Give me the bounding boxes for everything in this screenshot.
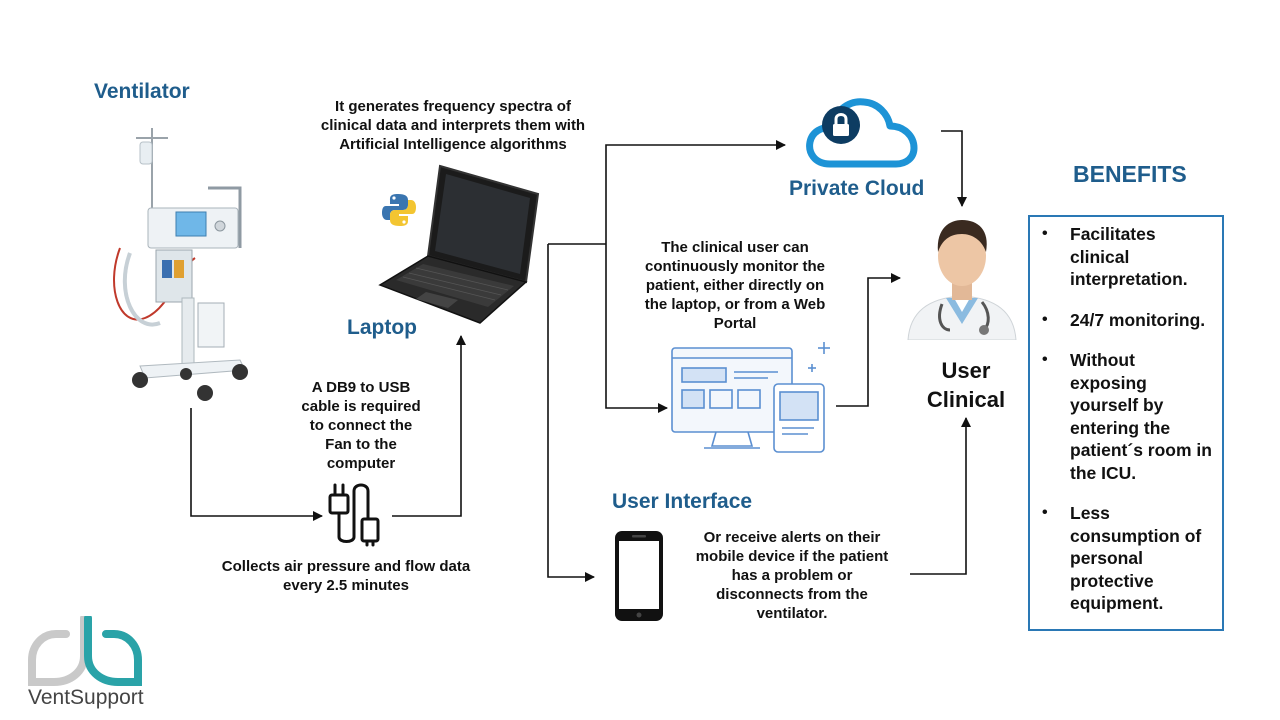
cloud-lock-icon	[806, 98, 918, 168]
clinical-user-line: Clinical	[926, 387, 1006, 412]
benefits-box: Facilitates clinical interpretation. 24/…	[1028, 215, 1224, 631]
laptop-image	[378, 164, 540, 324]
cable-description-line: Fan to the	[325, 436, 397, 453]
user-interface-title: User Interface	[612, 490, 753, 513]
clinical-user-line: User	[941, 358, 991, 383]
web-portal-icon	[671, 342, 830, 453]
arrow-to-mobile	[547, 244, 595, 582]
cable-description-line: computer	[326, 455, 396, 472]
laptop-description-line: Artificial Intelligence algorithms	[339, 136, 567, 153]
arrow-ventilator-to-cable	[190, 408, 323, 521]
ui-description-line: disconnects from the	[716, 586, 868, 603]
collects-line: every 2.5 minutes	[283, 577, 409, 594]
ui-description-line: has a problem or	[731, 567, 853, 584]
laptop-description-line: clinical data and interprets them with	[320, 117, 586, 134]
python-icon	[382, 194, 416, 226]
benefit-item: Facilitates clinical interpretation.	[1038, 223, 1216, 291]
cloud-title: Private Cloud	[789, 177, 925, 200]
mobile-phone-icon	[615, 531, 663, 621]
arrow-portal-to-clinical	[836, 273, 901, 407]
ventilator-title: Ventilator	[94, 80, 190, 103]
monitor-description-line: Portal	[713, 315, 757, 332]
arrow-mobile-to-clinical	[910, 417, 971, 575]
collects-line: Collects air pressure and flow data	[221, 558, 471, 575]
monitor-description-line: continuously monitor the	[645, 258, 825, 275]
arrow-cloud-to-clinical	[941, 130, 967, 207]
user-interface-description: Or receive alerts on their mobile device…	[678, 528, 906, 623]
ui-description-line: ventilator.	[756, 605, 828, 622]
monitor-description-line: The clinical user can	[661, 239, 809, 256]
laptop-title: Laptop	[347, 316, 417, 339]
benefit-item: Less consumption of personal protective …	[1038, 502, 1216, 615]
benefits-list: Facilitates clinical interpretation. 24/…	[1030, 217, 1222, 615]
collects-description: Collects air pressure and flow data ever…	[196, 557, 496, 595]
ui-description-line: Or receive alerts on their	[703, 529, 881, 546]
clinical-user-label: User Clinical	[914, 356, 1018, 414]
usb-cable-icon	[328, 483, 380, 547]
benefit-item: 24/7 monitoring.	[1038, 309, 1216, 332]
benefit-item: Without exposing yourself by entering th…	[1038, 349, 1216, 484]
ventsupport-logo-text: VentSupport	[28, 686, 144, 709]
benefits-title: BENEFITS	[1073, 161, 1187, 187]
monitor-description: The clinical user can continuously monit…	[626, 238, 844, 333]
ventsupport-logo-icon	[28, 616, 142, 686]
laptop-description-line: It generates frequency spectra of	[335, 98, 571, 115]
laptop-description: It generates frequency spectra of clinic…	[298, 97, 608, 154]
arrow-cable-to-laptop	[392, 335, 466, 517]
monitor-description-line: patient, either directly on	[645, 277, 825, 294]
cable-description-line: to connect the	[309, 417, 413, 434]
cable-description-line: cable is required	[301, 398, 421, 415]
ui-description-line: mobile device if the patient	[695, 548, 889, 565]
doctor-avatar	[907, 220, 1017, 340]
arrow-hub-to-portal	[605, 244, 668, 413]
monitor-description-line: the laptop, or from a Web	[644, 296, 826, 313]
cable-description-line: A DB9 to USB	[311, 379, 411, 396]
ventilator-image	[113, 128, 248, 401]
arrow-hub-to-cloud	[605, 140, 786, 244]
cable-description: A DB9 to USB cable is required to connec…	[288, 378, 434, 473]
